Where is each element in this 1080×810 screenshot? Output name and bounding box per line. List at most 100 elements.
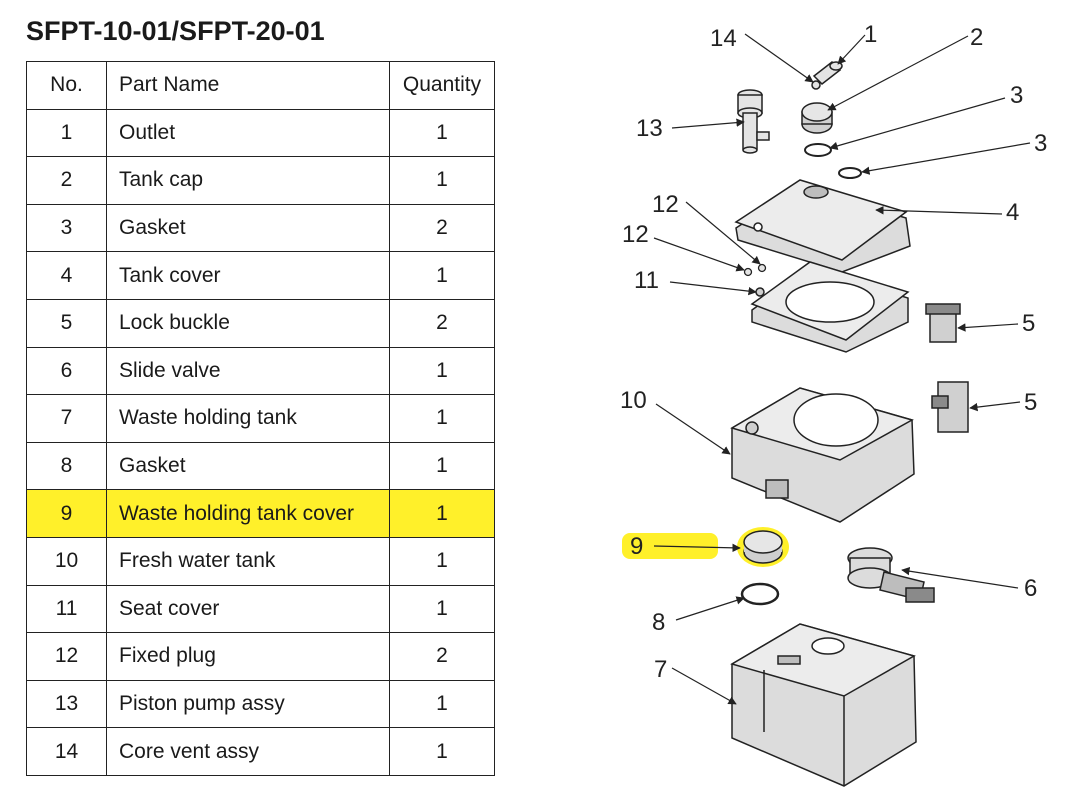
leader-5b [969, 401, 1021, 412]
callout-5a: 5 [1022, 310, 1035, 337]
page-title: SFPT-10-01/SFPT-20-01 [26, 16, 325, 46]
cell-quantity: 1 [389, 346, 495, 396]
callout-4: 4 [1006, 199, 1019, 226]
part-5-lock-buckle-a [925, 303, 961, 343]
callout-9: 9 [630, 533, 643, 560]
leader-14 [744, 33, 814, 83]
cell-no: 14 [26, 727, 107, 776]
table-row: 12 Fixed plug 2 [26, 632, 495, 681]
leader-12b [653, 237, 745, 272]
part-6-slide-valve [847, 547, 935, 603]
cell-no: 4 [26, 251, 107, 300]
callout-12b: 12 [622, 221, 649, 248]
table-row: 1 Outlet 1 [26, 108, 495, 158]
cell-part-name: Slide valve [106, 346, 390, 396]
part-2-tank-cap [801, 102, 833, 134]
cell-part-name: Waste holding tank [106, 394, 390, 443]
header-quantity: Quantity [389, 61, 495, 110]
leader-1 [837, 34, 866, 65]
callout-3b: 3 [1034, 130, 1047, 157]
callout-13: 13 [636, 115, 663, 142]
part-12-fixed-plug-a [743, 267, 753, 277]
parts-table: No. Part Name Quantity 1 Outlet 1 2 Tank… [26, 61, 495, 776]
part-7-waste-holding-tank [730, 623, 917, 787]
cell-quantity: 2 [389, 632, 495, 681]
table-row: 3 Gasket 2 [26, 203, 495, 253]
cell-no: 6 [26, 346, 107, 396]
callout-10: 10 [620, 387, 647, 414]
part-5-lock-buckle-b [931, 381, 969, 433]
part-8-gasket [740, 582, 780, 606]
cell-quantity: 1 [389, 489, 495, 538]
part-13-piston-pump [737, 89, 770, 154]
table-header-row: No. Part Name Quantity [26, 61, 495, 110]
leader-12a [685, 201, 761, 265]
cell-no: 12 [26, 632, 107, 681]
callout-12a: 12 [652, 191, 679, 218]
table-row: 14 Core vent assy 1 [26, 727, 495, 776]
table-row: 10 Fresh water tank 1 [26, 536, 495, 586]
cell-part-name: Gasket [106, 441, 390, 491]
table-row: 2 Tank cap 1 [26, 156, 495, 205]
callout-3a: 3 [1010, 82, 1023, 109]
part-9-waste-holding-tank-cover [743, 530, 783, 564]
cell-no: 5 [26, 298, 107, 348]
callout-8: 8 [652, 609, 665, 636]
callout-1: 1 [864, 21, 877, 48]
leader-11 [669, 281, 757, 296]
table-row: 13 Piston pump assy 1 [26, 679, 495, 729]
cell-quantity: 1 [389, 394, 495, 443]
leader-9 [653, 543, 741, 553]
table-row: 6 Slide valve 1 [26, 346, 495, 396]
callout-7: 7 [654, 656, 667, 683]
part-4-tank-cover [734, 179, 911, 273]
cell-quantity: 1 [389, 727, 495, 776]
cell-no: 1 [26, 108, 107, 158]
part-14-core-vent [811, 80, 821, 90]
cell-part-name: Tank cap [106, 156, 390, 205]
leader-13 [671, 118, 745, 129]
part-11-seat-cover [750, 261, 910, 353]
part-12-fixed-plug-b [757, 263, 767, 273]
header-part-name: Part Name [106, 61, 390, 110]
cell-no: 11 [26, 584, 107, 634]
leader-2 [827, 35, 969, 111]
callout-2: 2 [970, 24, 983, 51]
cell-quantity: 1 [389, 584, 495, 634]
cell-no: 10 [26, 536, 107, 586]
callout-11: 11 [634, 267, 659, 294]
cell-part-name: Lock buckle [106, 298, 390, 348]
leader-6 [901, 567, 1019, 589]
cell-quantity: 2 [389, 298, 495, 348]
leader-3b [861, 142, 1031, 175]
cell-no: 3 [26, 203, 107, 253]
callout-6: 6 [1024, 575, 1037, 602]
cell-quantity: 1 [389, 441, 495, 491]
table-row: 8 Gasket 1 [26, 441, 495, 491]
cell-part-name: Fixed plug [106, 632, 390, 681]
cell-part-name: Gasket [106, 203, 390, 253]
cell-part-name: Seat cover [106, 584, 390, 634]
cell-quantity: 1 [389, 108, 495, 158]
cell-no: 9 [26, 489, 107, 538]
cell-no: 13 [26, 679, 107, 729]
table-row: 5 Lock buckle 2 [26, 298, 495, 348]
cell-part-name: Tank cover [106, 251, 390, 300]
cell-no: 7 [26, 394, 107, 443]
cell-part-name: Waste holding tank cover [106, 489, 390, 538]
cell-quantity: 1 [389, 251, 495, 300]
part-10-fresh-water-tank [730, 387, 915, 523]
table-row-highlighted: 9 Waste holding tank cover 1 [26, 489, 495, 538]
leader-10 [655, 403, 731, 455]
table-row: 4 Tank cover 1 [26, 251, 495, 300]
part-3-gasket-b [838, 167, 862, 179]
cell-quantity: 1 [389, 156, 495, 205]
table-row: 7 Waste holding tank 1 [26, 394, 495, 443]
cell-part-name: Outlet [106, 108, 390, 158]
part-1-outlet [812, 61, 843, 85]
leader-3a [829, 97, 1006, 150]
leader-4 [875, 206, 1003, 215]
cell-part-name: Piston pump assy [106, 679, 390, 729]
cell-quantity: 1 [389, 536, 495, 586]
exploded-parts-diagram: 14 1 2 3 13 3 12 12 4 11 5 10 5 9 6 8 7 [620, 21, 1047, 787]
